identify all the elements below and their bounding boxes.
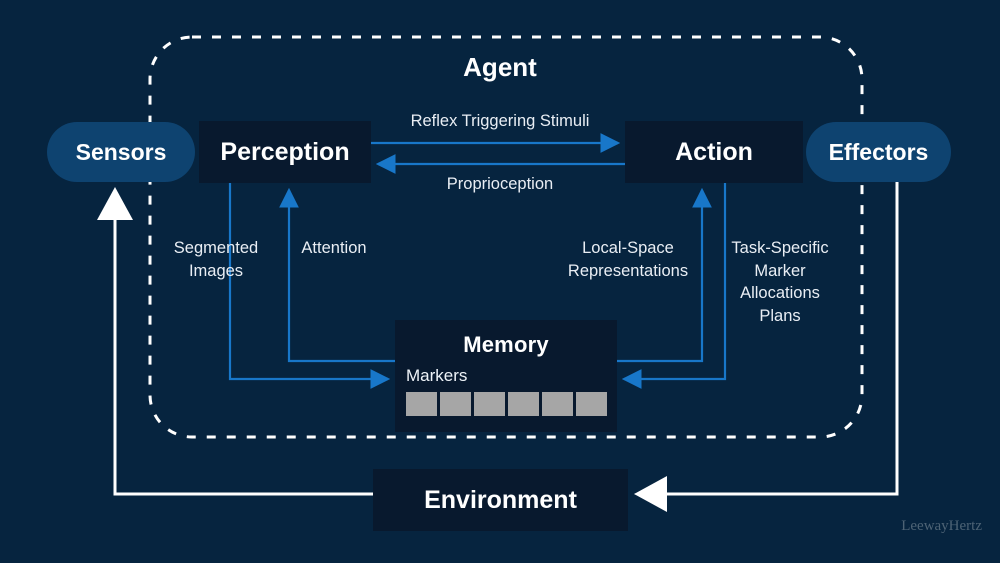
node-effectors[interactable]: Effectors (806, 122, 951, 182)
edge-label-reflex: Reflex Triggering Stimuli (410, 112, 590, 130)
edge-label-task-specific: Task-Specific Marker Allocations Plans (731, 239, 829, 325)
edge-attention (279, 187, 395, 363)
marker-slot[interactable] (406, 392, 437, 416)
node-sensors[interactable]: Sensors (47, 122, 195, 182)
edge-label-local-space: Local-Space Representations (567, 239, 689, 280)
node-environment[interactable]: Environment (373, 469, 628, 531)
edge-label-proprioception: Proprioception (446, 175, 554, 193)
marker-slot[interactable] (576, 392, 607, 416)
edge-label-segmented-images: Segmented Images (173, 239, 259, 280)
edge-label-attention: Attention (301, 239, 367, 257)
marker-slot[interactable] (474, 392, 505, 416)
markers-row (395, 386, 617, 416)
agent-title: Agent (463, 52, 537, 82)
edge-environment-to-sensors (97, 187, 373, 496)
marker-slot[interactable] (542, 392, 573, 416)
marker-slot[interactable] (508, 392, 539, 416)
node-perception[interactable]: Perception (199, 121, 371, 183)
watermark: LeewayHertz (901, 518, 982, 534)
edge-effectors-to-environment (634, 182, 899, 512)
marker-slot[interactable] (440, 392, 471, 416)
node-memory[interactable]: Memory Markers (395, 320, 617, 432)
node-action[interactable]: Action (625, 121, 803, 183)
markers-label: Markers (406, 366, 468, 385)
memory-title: Memory (463, 332, 549, 357)
